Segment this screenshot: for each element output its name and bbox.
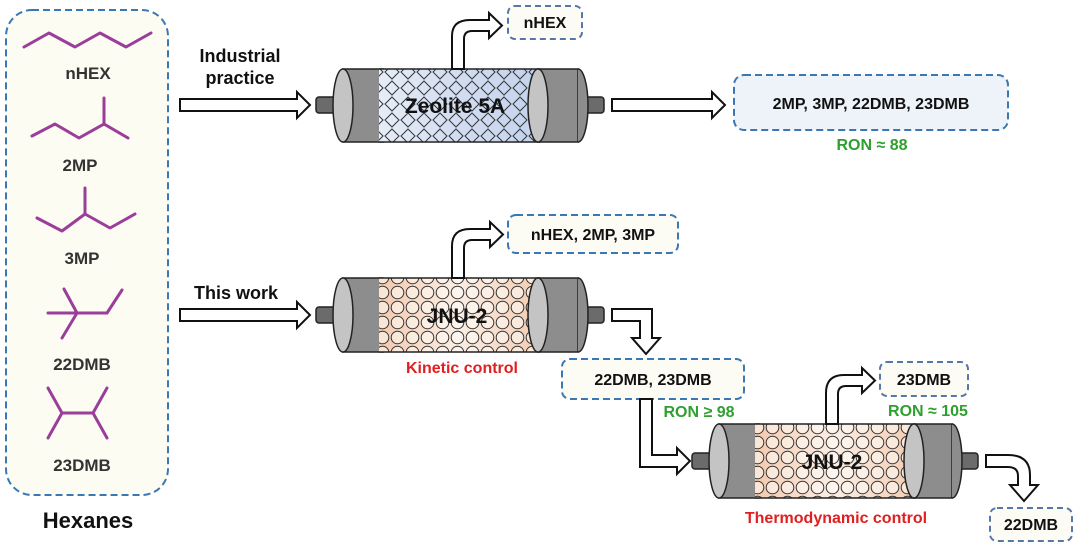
- 23dmb-structure-icon: [46, 386, 109, 440]
- kinetic-top-output-box: [507, 214, 679, 254]
- thermo-top-output-box: [879, 361, 969, 397]
- molecule-label-2mp: 2MP: [63, 156, 98, 175]
- kinetic-top-output: nHEX, 2MP, 3MP: [531, 227, 656, 244]
- industrial-caption-line2: practice: [205, 68, 274, 88]
- industrial-right-output: 2MP, 3MP, 22DMB, 23DMB: [773, 96, 970, 113]
- kinetic-ron: RON ≥ 98: [663, 404, 734, 421]
- 22dmb-structure-icon: [46, 287, 124, 340]
- kinetic-bottom-arrow-icon: [611, 308, 663, 356]
- kinetic-top-arrow-icon: [451, 219, 505, 279]
- thermo-top-arrow-icon: [825, 365, 877, 425]
- zeolite-column-label: Zeolite 5A: [405, 95, 505, 118]
- thermo-bottom-output-box: [989, 507, 1073, 542]
- 3mp-structure-icon: [35, 186, 137, 233]
- molecule-label-3mp: 3MP: [65, 249, 100, 268]
- kinetic-to-thermo-arrow-icon: [639, 398, 692, 477]
- molecule-label-22dmb: 22DMB: [53, 355, 111, 374]
- industrial-top-output-box: [507, 5, 583, 40]
- jnu2-kinetic-column-label: JNU-2: [427, 305, 488, 328]
- molecule-label-23dmb: 23DMB: [53, 456, 111, 475]
- industrial-input-arrow-icon: [179, 89, 312, 121]
- industrial-top-arrow-icon: [451, 10, 504, 70]
- hexanes-panel-border: [5, 9, 169, 496]
- thermo-top-output: 23DMB: [897, 372, 951, 389]
- thermo-bottom-arrow-icon: [985, 454, 1041, 503]
- industrial-ron: RON ≈ 88: [836, 137, 907, 154]
- jnu2-thermodynamic-column-label: JNU-2: [802, 451, 863, 474]
- kinetic-bottom-output: 22DMB, 23DMB: [594, 372, 711, 389]
- this-work-caption: This work: [194, 283, 279, 303]
- jnu2-thermodynamic-column: [691, 423, 979, 499]
- industrial-right-output-box: [733, 74, 1009, 131]
- this-work-input-arrow-icon: [179, 299, 312, 331]
- molecule-label-nhex: nHEX: [65, 64, 111, 83]
- 2mp-structure-icon: [30, 96, 130, 140]
- zeolite-5a-column: [315, 68, 605, 143]
- thermo-bottom-output: 22DMB: [1004, 517, 1058, 534]
- industrial-caption-line1: Industrial: [199, 46, 280, 66]
- nhex-structure-icon: [22, 31, 153, 49]
- thermo-ron: RON ≈ 105: [888, 403, 968, 420]
- industrial-output-arrow-icon: [611, 89, 727, 121]
- industrial-top-output: nHEX: [524, 15, 567, 32]
- kinetic-control-label: Kinetic control: [406, 360, 518, 377]
- hexanes-title: Hexanes: [43, 508, 134, 533]
- hexanes-panel: nHEX 2MP 3MP 22DMB 23DMB: [5, 9, 169, 496]
- thermodynamic-control-label: Thermodynamic control: [745, 510, 927, 527]
